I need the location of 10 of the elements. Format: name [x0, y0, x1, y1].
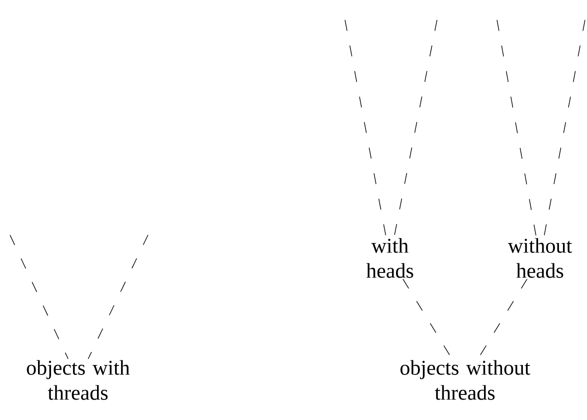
dashed-line — [10, 234, 68, 360]
node-label: objects without threads — [400, 360, 530, 400]
dashed-line — [496, 20, 537, 238]
node-label: with heads — [366, 238, 414, 278]
dashed-line — [544, 20, 586, 238]
dashed-line — [344, 20, 386, 238]
dashed-line — [394, 20, 438, 238]
node-label: without heads — [508, 238, 572, 278]
node-label: objects with threads — [26, 360, 130, 400]
dashed-line — [88, 234, 148, 360]
